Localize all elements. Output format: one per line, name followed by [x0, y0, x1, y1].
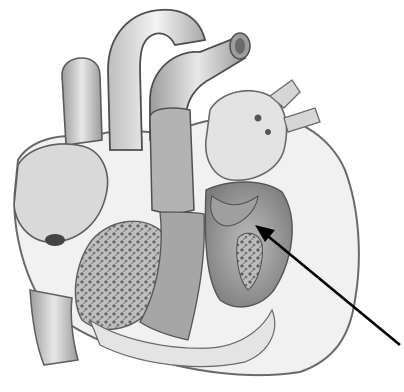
superior-vena-cava: [62, 58, 102, 145]
aortic-root: [150, 108, 194, 213]
left-atrium: [206, 91, 287, 180]
inferior-vena-cava: [30, 290, 78, 365]
